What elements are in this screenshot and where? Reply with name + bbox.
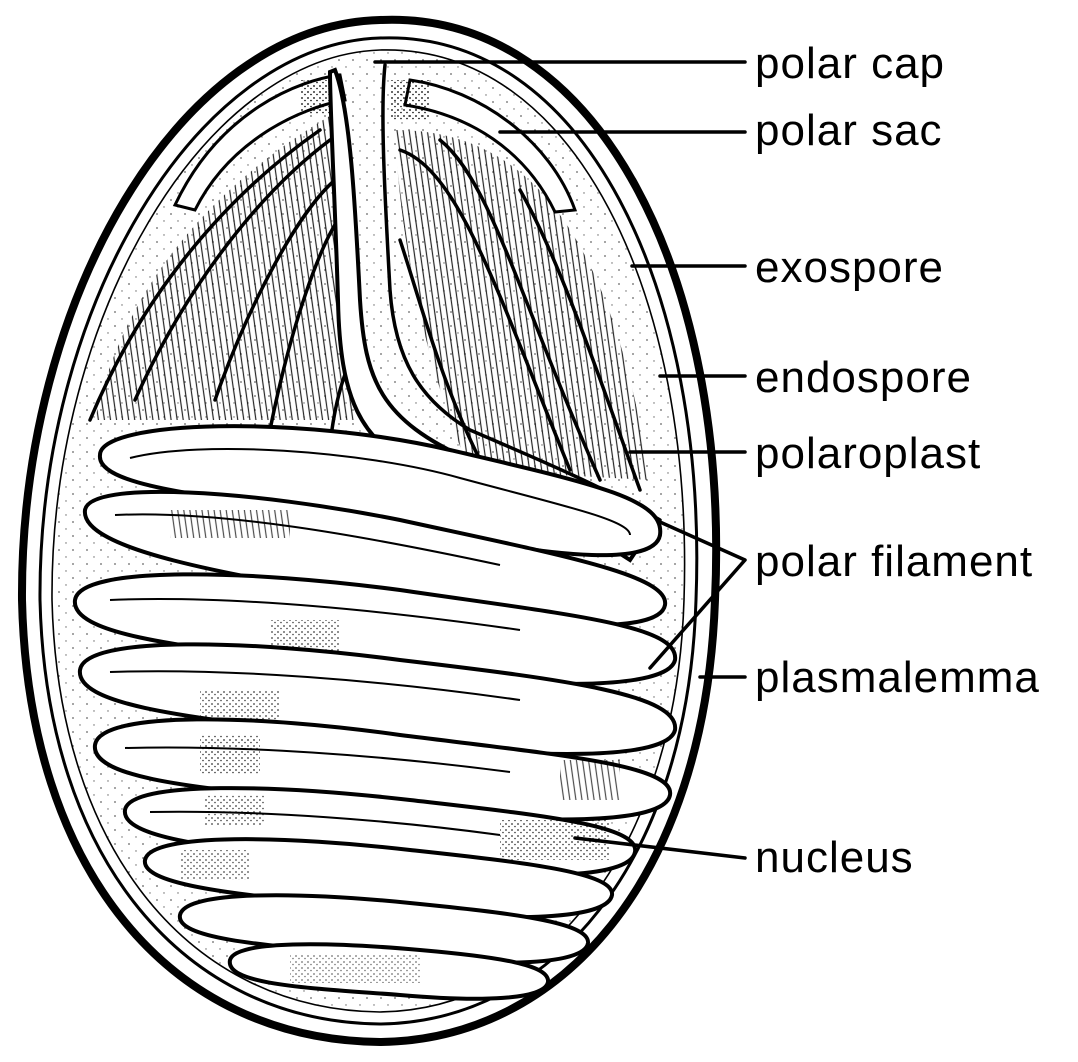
label-polar-filament: polar filament <box>755 537 1033 586</box>
label-endospore: endospore <box>755 353 972 402</box>
label-polaroplast: polaroplast <box>755 429 981 478</box>
label-plasmalemma: plasmalemma <box>755 653 1040 702</box>
labels: polar cap polar sac exospore endospore p… <box>755 39 1040 882</box>
label-nucleus: nucleus <box>755 833 914 882</box>
label-polar-sac: polar sac <box>755 106 943 155</box>
label-polar-cap: polar cap <box>755 39 945 88</box>
label-exospore: exospore <box>755 243 944 292</box>
